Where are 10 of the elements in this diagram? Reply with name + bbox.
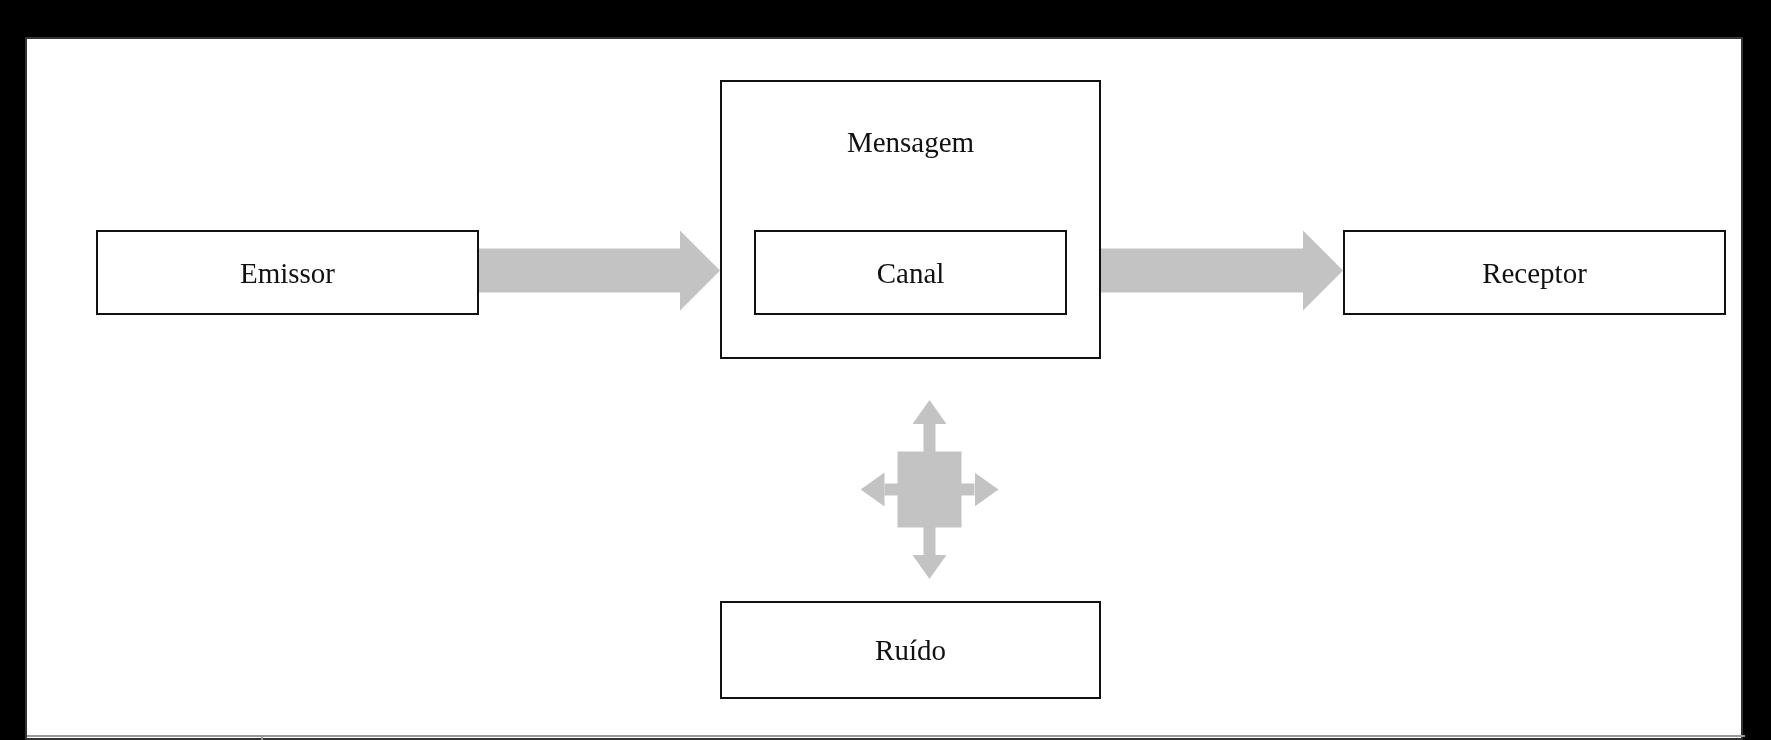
box-label: Receptor bbox=[1481, 256, 1588, 289]
process-box bbox=[1343, 230, 1726, 315]
group-box bbox=[720, 80, 1101, 359]
process-box bbox=[720, 601, 1101, 699]
process-box bbox=[754, 230, 1067, 315]
box-label: Emissor bbox=[238, 256, 337, 289]
box-label: Ruído bbox=[874, 633, 947, 667]
box-label: Canal bbox=[875, 256, 946, 289]
process-box bbox=[96, 230, 479, 315]
box-heading: Mensagem bbox=[845, 126, 976, 159]
